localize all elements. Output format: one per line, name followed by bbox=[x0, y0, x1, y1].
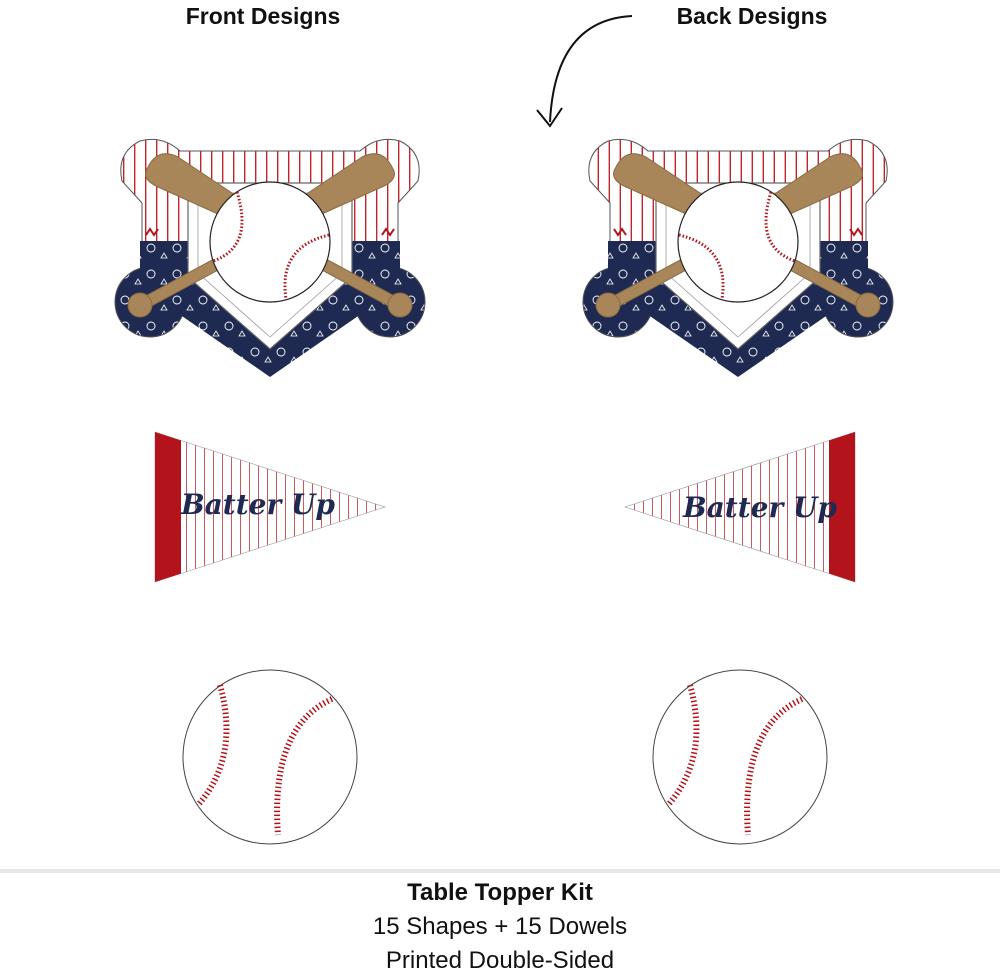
back-designs-heading: Back Designs bbox=[676, 3, 828, 29]
pennant-text: Batter Up bbox=[180, 488, 335, 521]
product-artwork: Batter Up Batter Up bbox=[113, 15, 895, 870]
pennant-text: Batter Up bbox=[682, 491, 837, 524]
back-baseball bbox=[653, 670, 827, 844]
front-baseball bbox=[183, 670, 357, 844]
back-pennant: Batter Up bbox=[624, 431, 856, 583]
caption-contents: 15 Shapes + 15 Dowels bbox=[372, 913, 628, 940]
front-home-plate-design bbox=[113, 137, 427, 379]
back-home-plate-design bbox=[581, 137, 895, 379]
caption-printing: Printed Double-Sided bbox=[385, 947, 615, 974]
front-designs-heading: Front Designs bbox=[185, 3, 341, 29]
divider bbox=[0, 869, 1000, 873]
curved-arrow-icon bbox=[536, 15, 633, 128]
front-pennant: Batter Up bbox=[154, 431, 386, 583]
caption-title: Table Topper Kit bbox=[407, 879, 593, 906]
